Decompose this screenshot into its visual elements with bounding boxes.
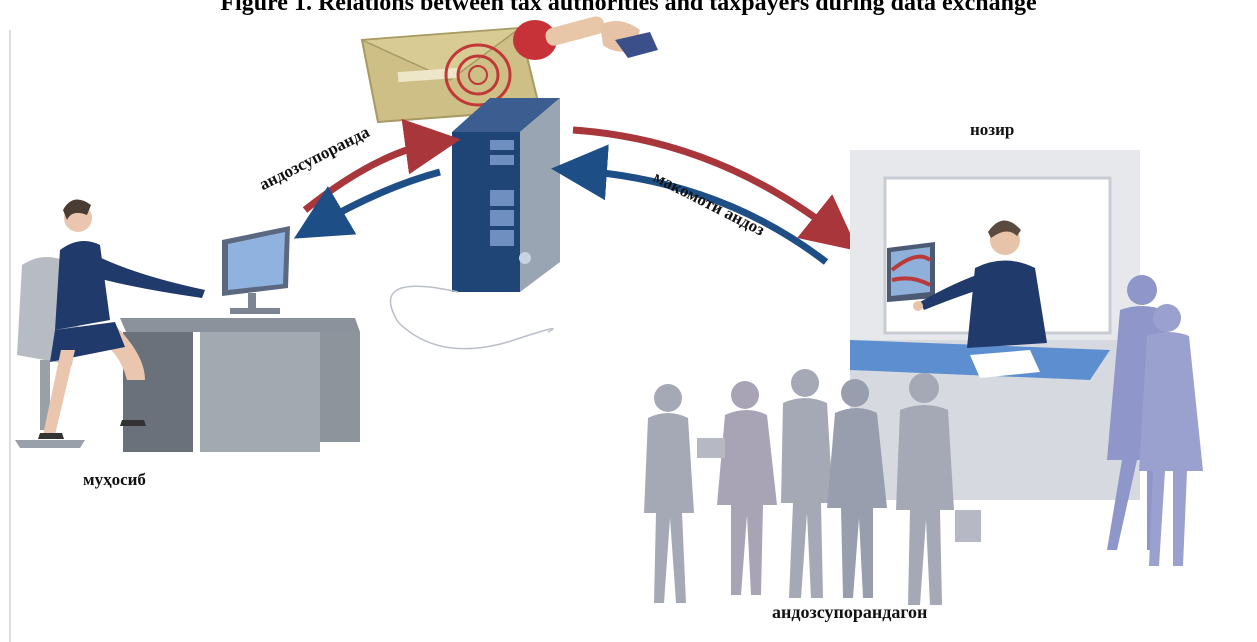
label-inspector: нозир xyxy=(970,120,1015,139)
arrow-to-accountant xyxy=(293,168,441,239)
label-accountant: муҳосиб xyxy=(83,470,146,489)
server-icon xyxy=(389,98,560,350)
taxpayers-silhouettes xyxy=(1107,275,1203,566)
figure-caption: Figure 1. Relations between tax authorit… xyxy=(220,0,1037,16)
taxpayers-crowd xyxy=(644,369,981,605)
inspector-booth xyxy=(850,150,1140,500)
accountant-figure xyxy=(15,199,360,452)
rubber-stamp-icon xyxy=(513,16,658,60)
arrow-to-inspector xyxy=(572,126,859,252)
arrow-to-server-from-inspector xyxy=(551,144,829,265)
label-taxpayers-group: андозсупорандагон xyxy=(772,602,928,622)
